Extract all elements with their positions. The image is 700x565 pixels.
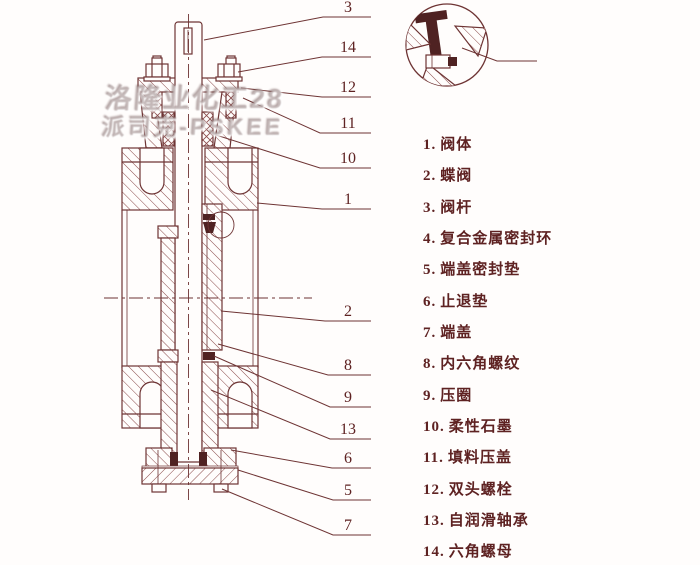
- callout-number: 14: [340, 39, 356, 56]
- callout-leader-line: [203, 16, 371, 41]
- legend-item: 5.端盖密封垫: [423, 258, 552, 289]
- legend-item: 1.阀体: [423, 133, 552, 164]
- callout-leader-line: [220, 310, 371, 322]
- callout-leader-line: [237, 56, 371, 73]
- legend-item-number: 12.: [423, 481, 445, 498]
- legend-item: 4.复合金属密封环: [423, 227, 552, 258]
- legend-item: 6.止退垫: [423, 290, 552, 321]
- legend-item-name: 蝶阀: [440, 168, 473, 185]
- retainer-screw: [199, 452, 207, 466]
- legend-item: 10.柔性石墨: [423, 415, 552, 446]
- legend-item-number: 11.: [423, 450, 444, 467]
- legend-item-number: 6.: [423, 293, 437, 310]
- legend-item-number: 2.: [423, 168, 437, 185]
- legend-item: 8.内六角螺纹: [423, 352, 552, 383]
- callout-number: 3: [344, 0, 352, 16]
- callout-leader-line: [240, 87, 371, 98]
- legend-item-name: 端盖密封垫: [440, 262, 521, 279]
- callout-leader-line: [215, 134, 371, 169]
- legend-item: 12.双头螺栓: [423, 478, 552, 509]
- callout-number: 8: [344, 357, 352, 374]
- callout-number: 2: [344, 303, 352, 320]
- seal-ring-top: [203, 211, 235, 239]
- centerlines: [104, 14, 312, 500]
- legend-item-number: 8.: [423, 356, 437, 373]
- legend-item-name: 阀杆: [440, 199, 473, 216]
- lower-hub-bearing: [160, 361, 219, 463]
- detail-screw: [425, 54, 451, 69]
- callout-number: 6: [344, 450, 352, 467]
- legend-item-number: 1.: [423, 137, 437, 153]
- retainer-screw: [170, 452, 178, 466]
- detail-leader-line: [461, 47, 537, 62]
- callout-leader-line: [213, 355, 371, 408]
- callout-number: 7: [344, 517, 352, 534]
- callout-leader-line: [242, 97, 371, 134]
- legend-item-name: 填料压盖: [447, 450, 512, 467]
- legend-item-name: 端盖: [440, 325, 473, 342]
- callout-leader-line: [256, 202, 371, 210]
- callout-number: 12: [340, 79, 356, 96]
- legend-item-name: 自润滑轴承: [448, 513, 529, 530]
- legend-item-number: 14.: [423, 544, 445, 561]
- callout-number: 5: [344, 482, 352, 499]
- callout-number: 9: [344, 389, 352, 406]
- valve-body-walls: [121, 210, 259, 368]
- legend-item-number: 13.: [423, 513, 445, 530]
- legend-item-number: 9.: [423, 387, 437, 404]
- legend-item: 11.填料压盖: [423, 446, 552, 477]
- detail-t-bolt: [414, 9, 448, 58]
- legend-item-name: 内六角螺纹: [440, 356, 521, 373]
- legend-item-number: 5.: [423, 262, 437, 279]
- upper-flange: [121, 147, 259, 211]
- callout-number: 10: [340, 150, 356, 167]
- legend-item-number: 7.: [423, 325, 437, 342]
- legend-item: 2.蝶阀: [423, 164, 552, 195]
- legend-item-name: 止退垫: [440, 293, 489, 310]
- callout-number: 13: [340, 421, 356, 438]
- callout-leader-line: [230, 449, 371, 469]
- cap-bolt-head: [213, 483, 229, 493]
- callout-number: 11: [340, 115, 355, 132]
- legend-item: 3.阀杆: [423, 196, 552, 227]
- callout-number: 1: [344, 191, 352, 208]
- bottom-end-cap: [141, 447, 239, 493]
- cap-bolt-head: [151, 483, 167, 493]
- detail-view: [405, 3, 537, 87]
- graphite-packing: [162, 111, 214, 147]
- detail-marker-circle: [207, 211, 235, 239]
- legend-item-name: 压圈: [440, 387, 473, 404]
- callout-leader-line: [217, 343, 371, 376]
- stud-bolts-and-nuts: [143, 55, 243, 119]
- legend-item: 14.六角螺母: [423, 540, 552, 565]
- legend-item-name: 六角螺母: [448, 544, 513, 561]
- end-cap-plate: [141, 467, 239, 485]
- callout-leader-line: [210, 389, 371, 440]
- legend-item-name: 柔性石墨: [448, 419, 513, 436]
- legend-item: 9.压圈: [423, 384, 552, 415]
- legend-item: 7.端盖: [423, 321, 552, 352]
- callout-leader-line: [237, 469, 371, 501]
- legend-item-number: 4.: [423, 231, 437, 248]
- legend-item: 13.自润滑轴承: [423, 509, 552, 540]
- legend-item-name: 双头螺栓: [448, 481, 513, 498]
- butterfly-disc-hub: [157, 203, 223, 363]
- stem-keyway: [183, 27, 193, 55]
- legend-item-number: 3.: [423, 199, 437, 216]
- legend-item-number: 10.: [423, 419, 445, 436]
- legend-item-name: 阀体: [440, 137, 473, 153]
- callout-leader-line: [221, 488, 371, 536]
- legend-item-name: 复合金属密封环: [440, 231, 553, 248]
